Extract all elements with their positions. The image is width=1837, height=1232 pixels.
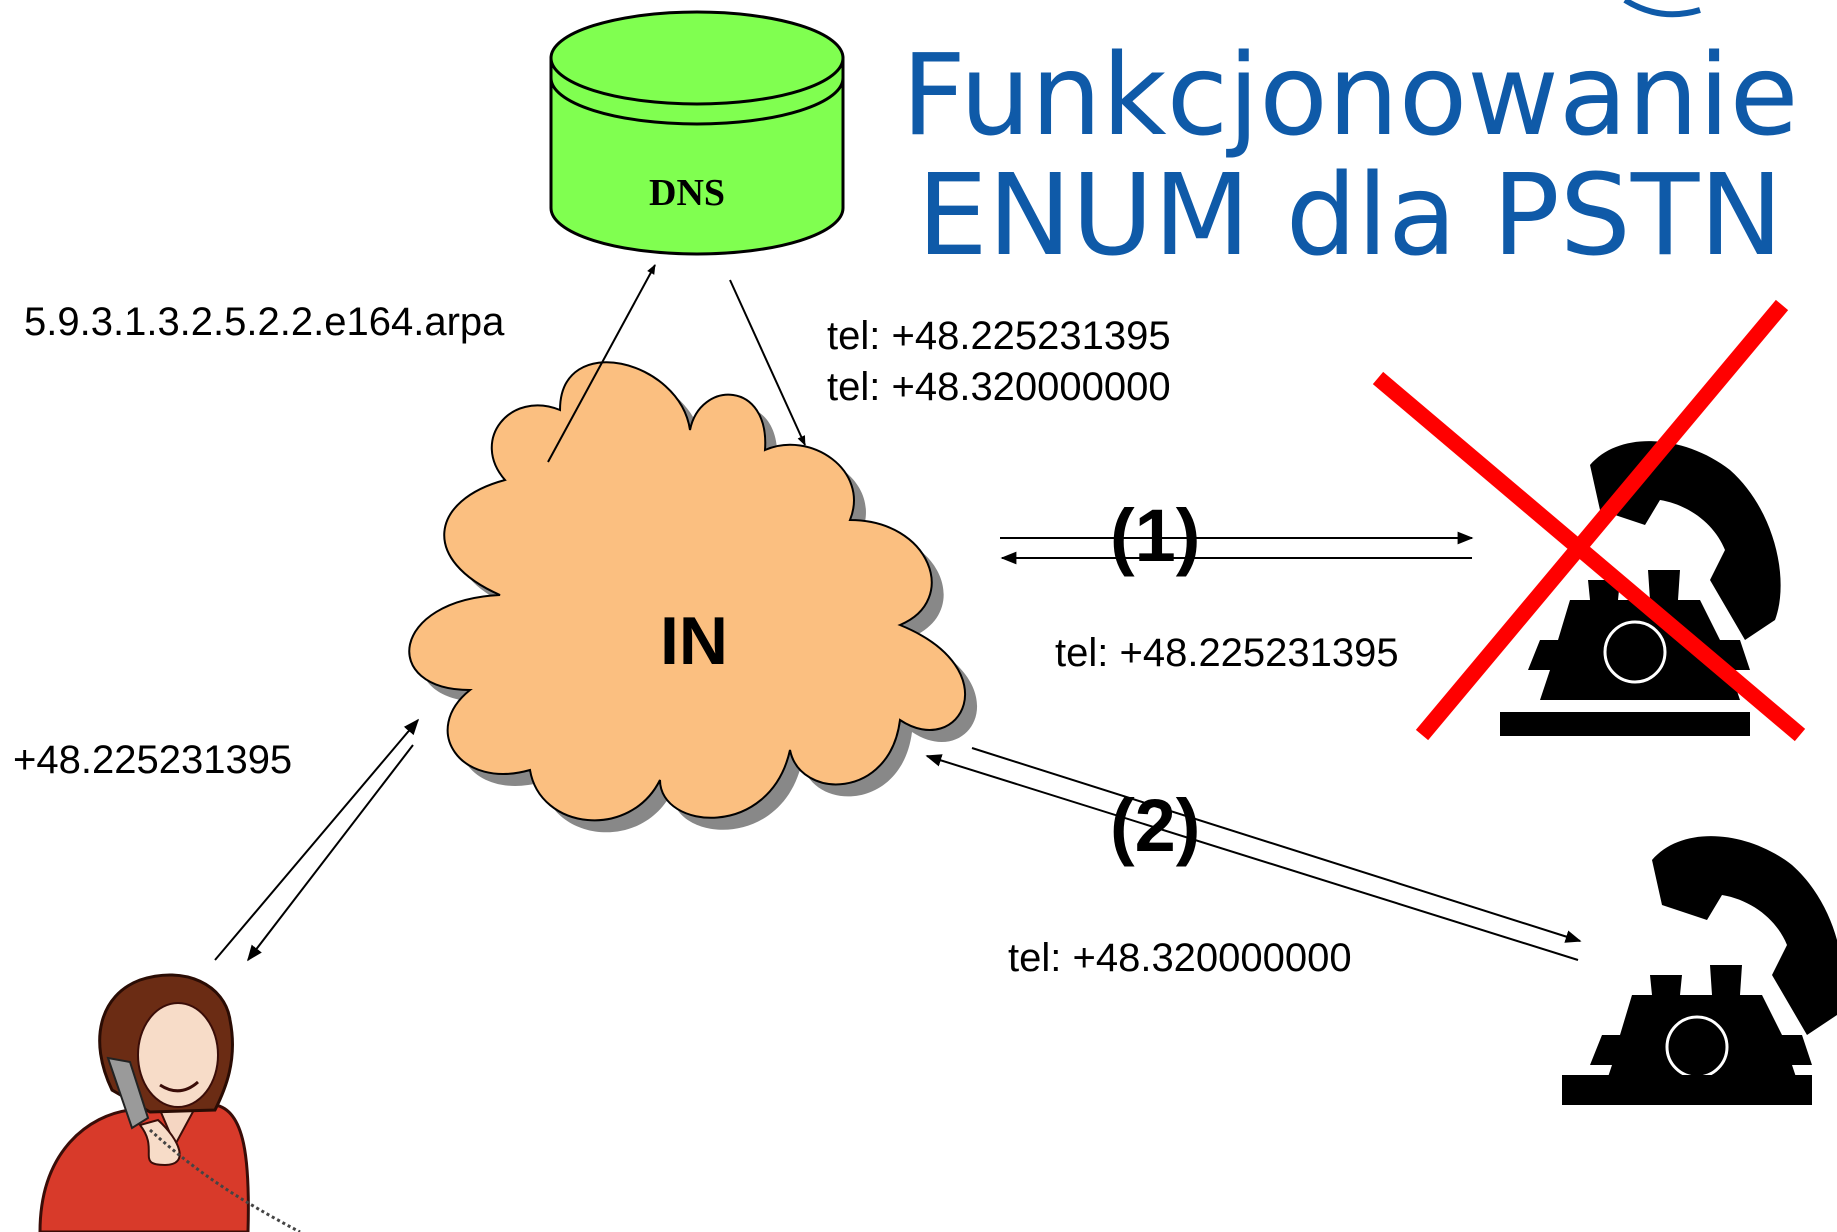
response-label-1: tel: +48.225231395 [827, 314, 1171, 358]
phone-icon [1562, 836, 1837, 1105]
dialed-number-label: +48.225231395 [13, 738, 293, 782]
attempt2-number-label: tel: +48.320000000 [1008, 936, 1352, 980]
attempt1-step-label: (1) [1110, 494, 1201, 577]
attempt1-number-label: tel: +48.225231395 [1055, 631, 1399, 675]
caller-woman-icon [38, 973, 301, 1232]
title-line-1: Funkcjonowanie [901, 31, 1799, 161]
in-label: IN [660, 603, 728, 679]
in-network-cloud [408, 361, 978, 833]
query-arrow [547, 264, 656, 463]
caller-back-arrow [247, 744, 414, 962]
decorative-curve [1623, 0, 1701, 18]
attempt2-back-arrow [925, 754, 1579, 961]
attempt2-step-label: (2) [1110, 784, 1201, 867]
attempt2-forward-arrow [971, 747, 1582, 943]
unavailable-cross-icon [1372, 299, 1806, 742]
response-arrow [729, 279, 806, 446]
caller-forward-arrow [214, 718, 420, 961]
title-line-2: ENUM dla PSTN [916, 151, 1784, 281]
response-label-2: tel: +48.320000000 [827, 365, 1171, 409]
slide-title: Funkcjonowanie ENUM dla PSTN [900, 36, 1800, 276]
dns-database-icon [549, 10, 845, 256]
phone-icon [1500, 441, 1781, 736]
query-label: 5.9.3.1.3.2.5.2.2.e164.arpa [24, 300, 505, 344]
dns-label: DNS [649, 172, 726, 214]
